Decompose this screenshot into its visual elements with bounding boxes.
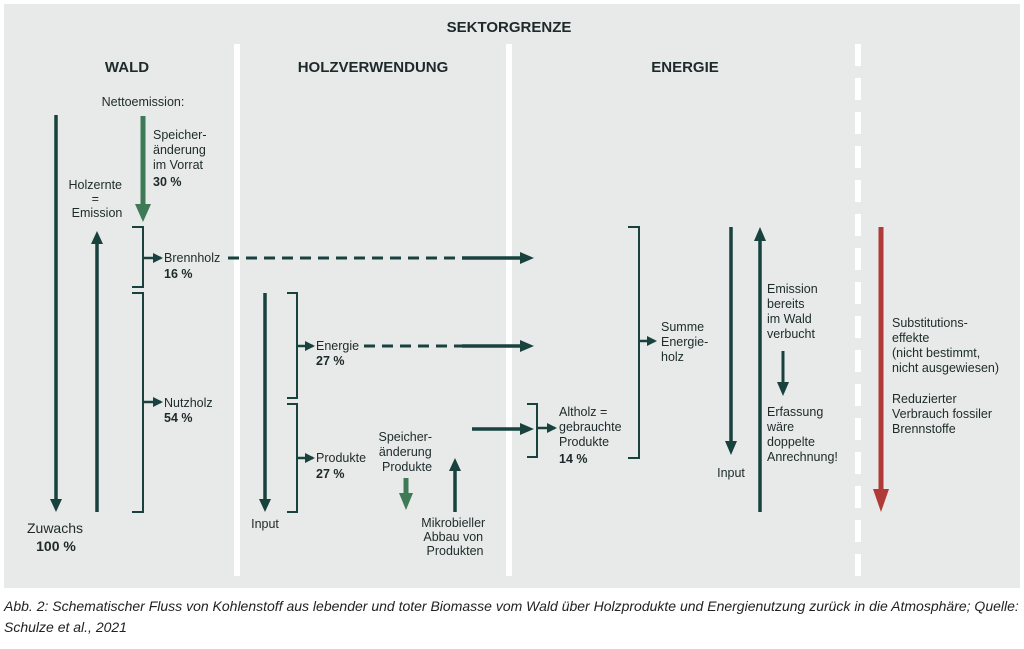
- emission-arrowhead: [754, 227, 766, 241]
- energie-label: Energie: [316, 339, 359, 353]
- column-title-energie: ENERGIE: [651, 59, 719, 76]
- sector-boundary-title: SEKTORGRENZE: [447, 19, 572, 36]
- summe-label: Summe Energie- holz: [661, 320, 712, 364]
- abbau-label: Mikrobieller Abbau von Produkten: [421, 516, 488, 558]
- altholz-pct: 14 %: [559, 452, 588, 466]
- speicher-produkte-label: Speicher- änderung Produkte: [379, 430, 436, 474]
- speicher-vorrat-pct: 30 %: [153, 175, 182, 189]
- produkte-label: Produkte: [316, 451, 366, 465]
- zuwachs-pct: 100 %: [36, 538, 76, 554]
- brennholz-pct: 16 %: [164, 267, 193, 281]
- zuwachs-arrowhead: [50, 499, 62, 512]
- nutzholz-label: Nutzholz: [164, 396, 213, 410]
- abbau-arrowhead: [449, 458, 461, 471]
- altholz-flow-arrowhead: [520, 423, 534, 435]
- erfassung-label: Erfassung wäre doppelte Anrechnung!: [766, 405, 838, 464]
- produkte-pct: 27 %: [316, 467, 345, 481]
- brennholz-label: Brennholz: [164, 251, 220, 265]
- nettoemission-label: Nettoemission:: [102, 95, 185, 109]
- holzernte-arrowhead: [91, 231, 103, 244]
- speicher-vorrat-label: Speicher- änderung im Vorrat: [153, 128, 210, 172]
- bracket-summe: [628, 226, 640, 459]
- emission-label: Emission bereits im Wald verbucht: [767, 282, 821, 341]
- holz-input-arrowhead: [259, 499, 271, 512]
- energie-flow-arrowhead: [520, 340, 534, 352]
- brennholz-flow-arrowhead: [520, 252, 534, 264]
- column-title-wald: WALD: [105, 59, 149, 76]
- figure-caption: Abb. 2: Schematischer Fluss von Kohlenst…: [4, 598, 1019, 635]
- fossil-reduction-label: Reduzierter Verbrauch fossiler Brennstof…: [892, 392, 996, 436]
- substitution-arrowhead: [873, 489, 889, 512]
- stock-change-arrowhead: [135, 204, 151, 222]
- energie-input-arrowhead: [725, 441, 737, 455]
- carbon-flow-diagram: SEKTORGRENZE WALD HOLZVERWENDUNG ENERGIE…: [4, 4, 1020, 588]
- column-title-holzverwendung: HOLZVERWENDUNG: [298, 59, 449, 76]
- zuwachs-label: Zuwachs: [27, 520, 83, 536]
- energie-pct: 27 %: [316, 354, 345, 368]
- substitution-label: Substitutions- effekte (nicht bestimmt, …: [892, 316, 999, 375]
- holz-input-label: Input: [251, 517, 279, 531]
- bracket-altholz: [527, 403, 538, 458]
- speicher-produkte-arrowhead: [399, 493, 413, 510]
- energie-input-label: Input: [717, 466, 745, 480]
- altholz-label: Altholz = gebrauchte Produkte: [559, 405, 625, 449]
- nutzholz-pct: 54 %: [164, 411, 193, 425]
- erfassung-arrowhead: [777, 382, 789, 396]
- holzernte-label: Holzernte = Emission: [69, 178, 126, 220]
